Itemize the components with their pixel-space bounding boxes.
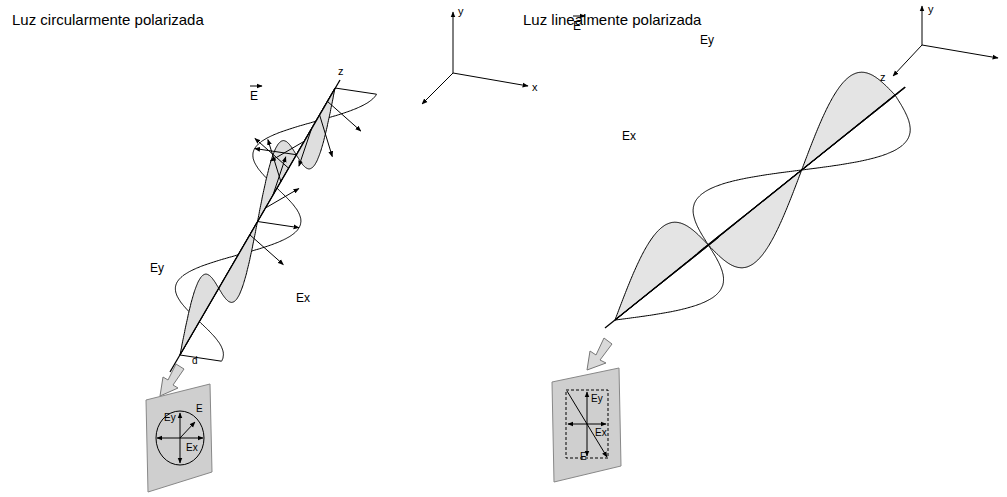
screen-label: E [196,404,203,414]
field-label: Ey [700,34,714,46]
field-vector [320,115,333,157]
screen-vectors [567,391,607,457]
field-label: Ex [622,130,636,142]
field-vector [327,101,361,131]
axes-right [893,6,998,76]
distance-label: d [192,356,198,366]
dashed-box [566,390,608,458]
field-vector [265,189,299,209]
ey-wave [297,88,335,169]
ey-wave [219,221,258,303]
polarization-ellipse [156,411,204,465]
ey-wave [180,274,219,355]
projection-arrow [587,338,612,370]
ey-wave [802,72,895,170]
screen-label: Ex [595,428,607,438]
axis-label: x [532,82,538,93]
field-label: E [573,20,581,32]
vector-mark [250,86,262,87]
field-vector [258,222,300,228]
screen [146,384,212,492]
ey-wave [615,222,709,320]
field-label: Ex [296,292,310,304]
screen-label: Ey [164,413,176,423]
field-vectors [250,101,361,264]
linear-wave [615,72,910,320]
axis-label: y [458,6,464,17]
field-label: Ey [150,262,164,274]
screen-label: E [580,452,587,462]
axis-label: y [928,4,934,15]
field-vector [250,235,284,265]
circular-wave [175,88,376,361]
field-vector [268,140,281,182]
ey-wave [709,170,802,268]
field-label: E [250,90,258,102]
propagation-axis [605,87,905,328]
propagation-axis [170,80,340,372]
panel-title: Luz circularmente polarizada [12,12,204,27]
axis-label: z [338,66,344,77]
axes-left [422,12,528,104]
panel-title: Luz linealmente polarizada [523,12,701,27]
screen-vectors [157,413,203,463]
screen-label: Ex [186,443,198,453]
ey-wave [258,141,297,221]
screen-label: Ey [591,394,603,404]
axis-label: z [880,72,886,83]
screen [552,368,621,482]
